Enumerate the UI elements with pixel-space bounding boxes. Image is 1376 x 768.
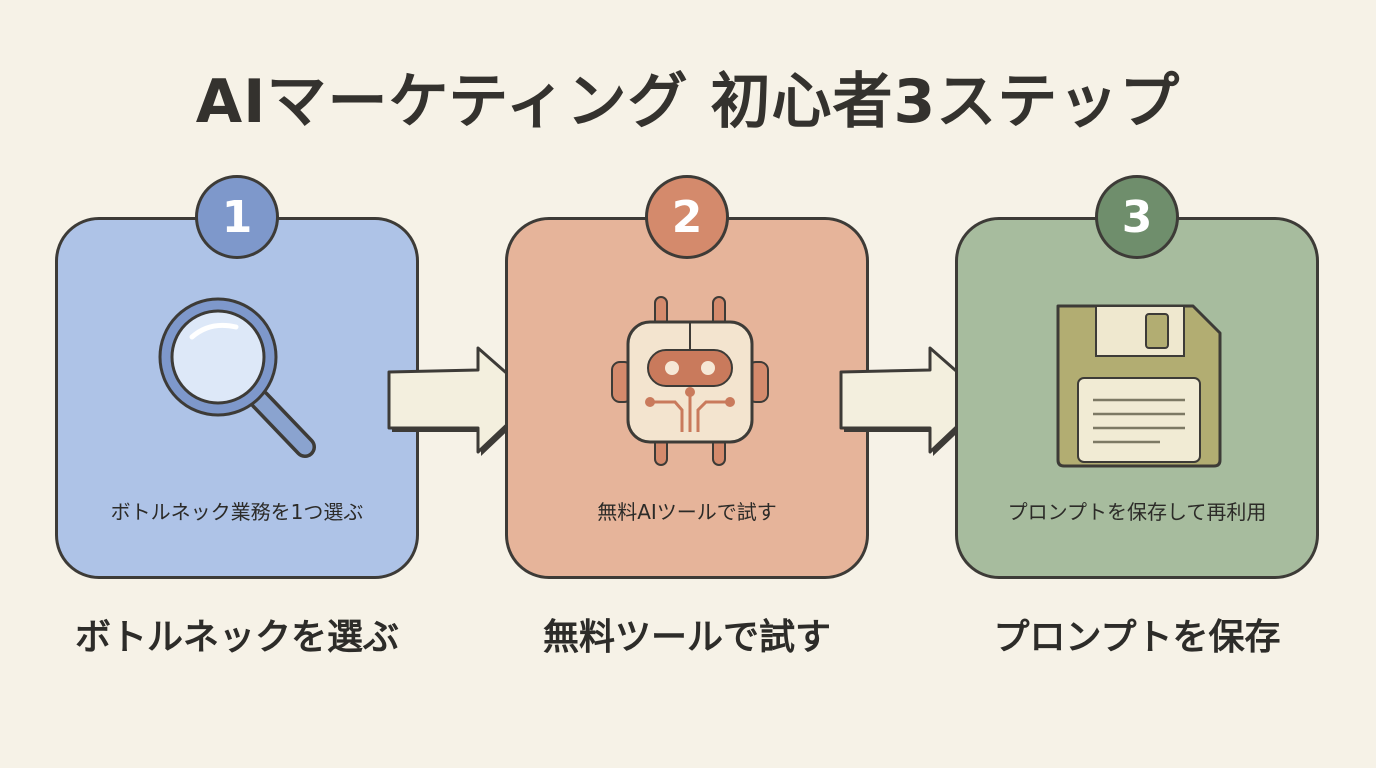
step-1-number-badge: 1 <box>195 175 279 259</box>
step-1-label: ボトルネックを選ぶ <box>74 617 399 658</box>
arrow-right-icon <box>387 346 538 456</box>
step-2-number-badge: 2 <box>645 175 729 259</box>
step-1-card-text: ボトルネック業務を1つ選ぶ <box>110 500 364 524</box>
step-2-label: 無料ツールで試す <box>542 617 831 658</box>
diagram-title: AIマーケティング 初心者3ステップ <box>195 67 1181 137</box>
step-3-label: プロンプトを保存 <box>993 617 1281 658</box>
robot-icon <box>611 296 769 466</box>
step-3-card-text: プロンプトを保存して再利用 <box>1007 500 1267 524</box>
step-3-number-badge: 3 <box>1095 175 1179 259</box>
floppy-disk-icon <box>1056 304 1222 468</box>
magnifying-glass-icon <box>158 297 316 458</box>
step-2-card-text: 無料AIツールで試す <box>597 500 777 524</box>
